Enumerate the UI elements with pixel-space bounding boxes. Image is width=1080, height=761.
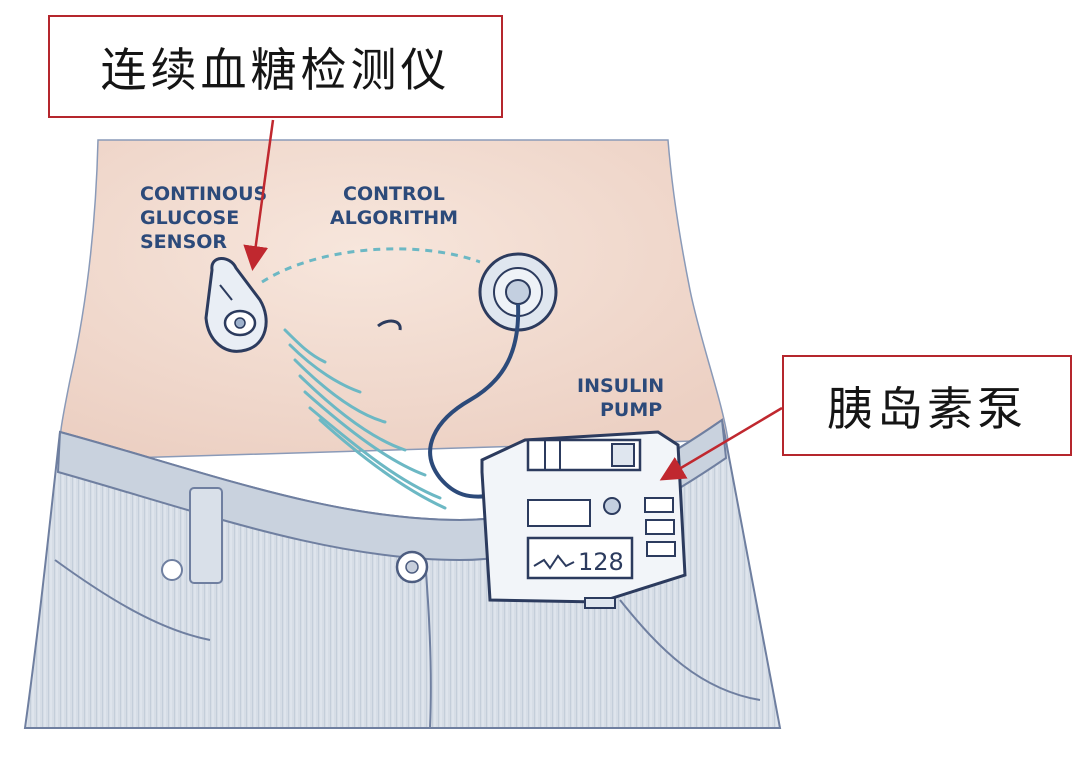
callout-continuous-glucose-monitor: 连续血糖检测仪 [48, 15, 503, 118]
label-sensor-line1: CONTINOUS [140, 183, 267, 205]
label-sensor-line2: GLUCOSE [140, 207, 239, 229]
callout-arrow-sensor [243, 119, 275, 271]
pump-glucose-reading: 128 [578, 548, 624, 576]
rivet [161, 559, 183, 581]
callout-arrow-pump [659, 406, 783, 481]
jeans-button-center [405, 560, 419, 574]
label-pump-line2: PUMP [600, 399, 662, 421]
jeans-fly [424, 559, 432, 729]
insulin-pump [480, 430, 687, 609]
wireless-signal-waves [283, 328, 447, 510]
callout-insulin-pump: 胰岛素泵 [782, 355, 1072, 456]
label-pump-line1: INSULIN [577, 375, 664, 397]
label-algorithm-line1: CONTROL [343, 183, 445, 205]
belt-loop [189, 487, 223, 584]
insulin-tubing [428, 303, 521, 499]
glucose-sensor [204, 257, 268, 353]
label-sensor-line3: SENSOR [140, 231, 227, 253]
front-pocket-left [54, 559, 211, 641]
front-pocket-right [619, 599, 761, 701]
pump-screen [526, 536, 634, 580]
control-link-dashed [261, 247, 481, 284]
navel [377, 319, 402, 331]
control-algorithm-device [478, 252, 558, 332]
label-algorithm-line2: ALGORITHM [330, 207, 458, 229]
pump-button [644, 497, 674, 513]
pump-button [645, 519, 675, 535]
pump-button [646, 541, 676, 557]
